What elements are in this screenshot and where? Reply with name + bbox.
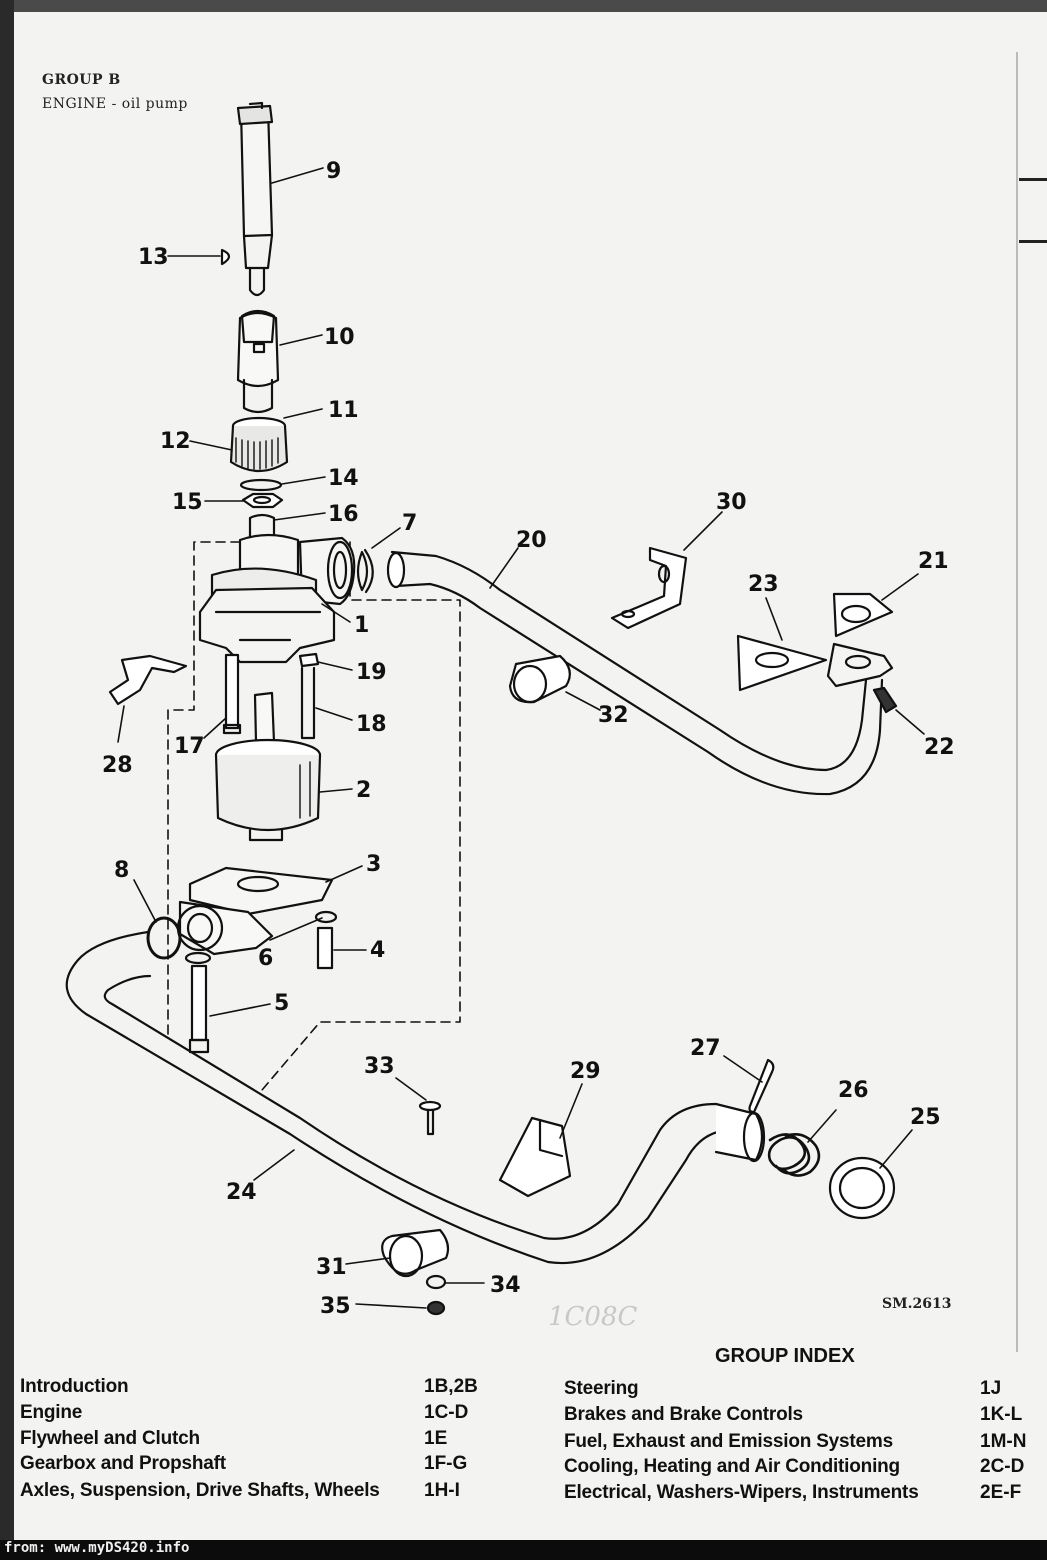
part-label: 18 [356,712,387,737]
index-item-flywheel-clutch[interactable]: Flywheel and Clutch [20,1428,200,1449]
part-label: 17 [174,734,205,759]
index-item-gearbox-propshaft[interactable]: Gearbox and Propshaft [20,1453,226,1474]
diagram-reference: SM.2613 [882,1296,952,1312]
part-label: 33 [364,1054,395,1079]
part-label: 4 [370,938,385,963]
index-page[interactable]: 1F-G [424,1453,468,1474]
part-label: 19 [356,660,387,685]
adjacent-page-frame [1016,52,1047,1352]
margin-rule [1019,178,1047,181]
index-page[interactable]: 1B,2B [424,1376,478,1397]
index-page[interactable]: 1C-D [424,1402,469,1423]
part-label: 23 [748,572,779,597]
index-page[interactable]: 2C-D [980,1456,1025,1477]
part-label: 24 [226,1180,257,1205]
part-label: 13 [138,245,169,270]
part-label: 3 [366,852,381,877]
part-label: 31 [316,1255,347,1280]
part-label: 26 [838,1078,869,1103]
part-label: 9 [326,159,341,184]
part-label: 16 [328,502,359,527]
part-label: 8 [114,858,129,883]
part-label: 28 [102,753,133,778]
part-label: 22 [924,735,955,760]
index-item-introduction[interactable]: Introduction [20,1376,129,1397]
index-page[interactable]: 1E [424,1428,448,1449]
index-item-engine[interactable]: Engine [20,1402,83,1423]
part-label: 34 [490,1273,521,1298]
source-watermark: from: www.myDS420.info [4,1540,190,1556]
part-label: 14 [328,466,359,491]
part-label: 15 [172,490,203,515]
index-page[interactable]: 1K-L [980,1404,1023,1425]
index-item-fuel-exhaust[interactable]: Fuel, Exhaust and Emission Systems [564,1431,893,1452]
part-label: 20 [516,528,547,553]
index-item-brakes[interactable]: Brakes and Brake Controls [564,1404,803,1425]
index-page[interactable]: 1H-I [424,1480,460,1501]
faded-stamp: 1C08C [548,1302,638,1332]
part-label: 1 [354,613,369,638]
page-edge-top [0,0,1047,12]
group-index-title: GROUP INDEX [715,1345,855,1367]
index-item-electrical[interactable]: Electrical, Washers-Wipers, Instruments [564,1482,919,1503]
part-label: 30 [716,490,747,515]
manual-page [14,12,1047,1540]
group-heading: GROUP B [42,72,121,88]
part-label: 10 [324,325,355,350]
part-label: 35 [320,1294,351,1319]
part-label: 12 [160,429,191,454]
part-label: 11 [328,398,359,423]
part-label: 2 [356,778,371,803]
part-label: 5 [274,991,289,1016]
page-edge-left [0,0,14,1560]
part-label: 7 [402,511,417,536]
scan-footer-strip [0,1540,1047,1560]
part-label: 6 [258,946,273,971]
index-page[interactable]: 1J [980,1378,1002,1399]
section-subtitle: ENGINE - oil pump [42,96,188,112]
part-label: 27 [690,1036,721,1061]
index-item-steering[interactable]: Steering [564,1378,639,1399]
part-label: 29 [570,1059,601,1084]
index-page[interactable]: 2E-F [980,1482,1022,1503]
index-page[interactable]: 1M-N [980,1431,1027,1452]
part-label: 32 [598,703,629,728]
index-item-axles-suspension[interactable]: Axles, Suspension, Drive Shafts, Wheels [20,1480,380,1501]
part-label: 25 [910,1105,941,1130]
part-label: 21 [918,549,949,574]
index-item-cooling-heating[interactable]: Cooling, Heating and Air Conditioning [564,1456,900,1477]
margin-rule [1019,240,1047,243]
